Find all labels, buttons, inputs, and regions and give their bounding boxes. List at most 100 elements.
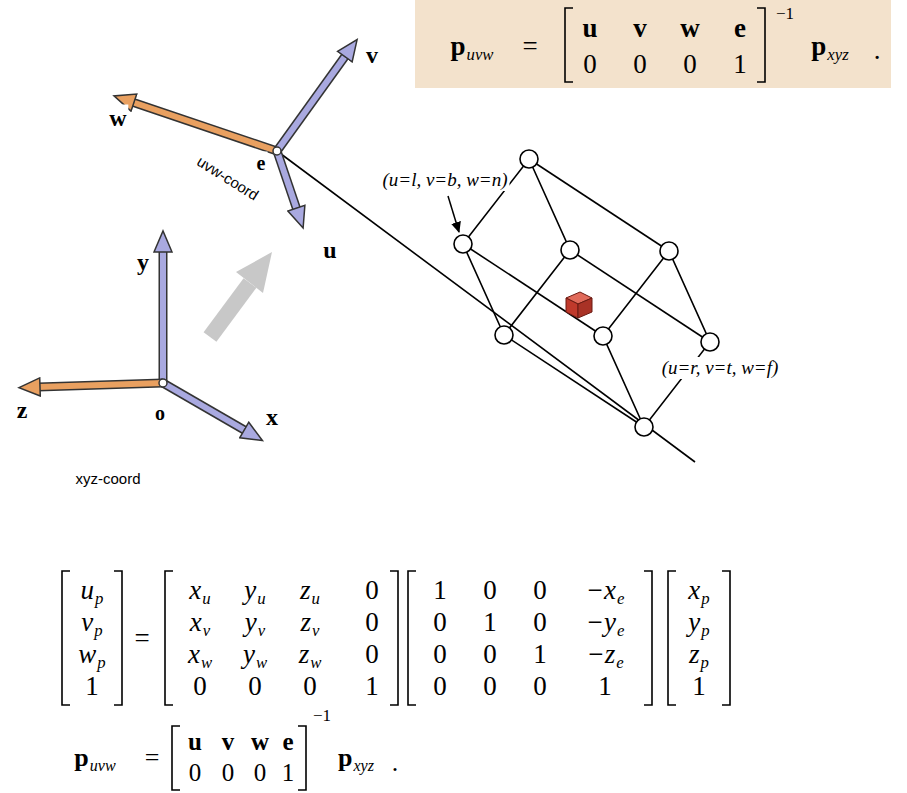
math-term: 0 — [433, 639, 447, 670]
matrix-brackets — [62, 571, 730, 790]
math-term: u — [582, 13, 597, 44]
math-symbol: y — [244, 575, 256, 606]
math-term: 0 — [533, 607, 547, 638]
view-volume — [463, 159, 710, 427]
axis-label: y — [135, 249, 151, 276]
math-term: xw — [188, 639, 212, 670]
math-term: −ze — [586, 639, 623, 670]
subscript: xyz — [827, 44, 848, 64]
math-term: 0 — [633, 49, 647, 80]
math-term: e — [734, 13, 746, 44]
math-symbol: 1 — [85, 671, 99, 702]
math-symbol: 1 — [365, 671, 379, 702]
math-term: . — [392, 748, 399, 778]
math-term: yu — [244, 575, 265, 606]
math-term: 0 — [365, 607, 379, 638]
math-term: 0 — [248, 671, 262, 702]
math-term: 0 — [193, 671, 207, 702]
math-symbol: 1 — [692, 671, 706, 702]
math-term: = — [134, 623, 149, 654]
math-term: 0 — [189, 759, 202, 787]
math-symbol: = — [145, 743, 160, 773]
math-term: zu — [300, 575, 320, 606]
math-symbol: 1 — [533, 639, 547, 670]
axis-label: u — [321, 237, 338, 264]
math-symbol: . — [874, 35, 881, 66]
corner-label: (u=l, v=b, w=n) — [380, 169, 509, 191]
math-term: 1 — [598, 671, 612, 702]
math-term: 0 — [433, 671, 447, 702]
subscript: e — [617, 588, 624, 608]
math-symbol: 1 — [598, 671, 612, 702]
math-symbol: 0 — [254, 759, 267, 787]
math-term: 0 — [222, 759, 235, 787]
subscript: p — [701, 620, 709, 640]
math-symbol: 0 — [365, 639, 379, 670]
math-symbol: 0 — [222, 759, 235, 787]
math-symbol: p — [338, 743, 352, 773]
math-term: 0 — [303, 671, 317, 702]
math-term: v — [633, 13, 647, 44]
math-term: 0 — [483, 575, 497, 606]
math-symbol: x — [188, 639, 200, 670]
math-term: w — [680, 13, 700, 44]
math-term: up — [81, 575, 104, 606]
origin-label: e — [255, 152, 268, 175]
math-symbol: 0 — [483, 575, 497, 606]
axis-label: v — [364, 42, 380, 69]
math-symbol: = — [134, 623, 149, 654]
math-symbol: 0 — [365, 575, 379, 606]
math-term: zw — [299, 639, 322, 670]
math-symbol: 0 — [533, 575, 547, 606]
math-symbol: 0 — [303, 671, 317, 702]
math-term: 1 — [692, 671, 706, 702]
frame-label: xyz-coord — [73, 470, 142, 487]
subscript: uvw — [467, 44, 494, 64]
math-term: . — [874, 35, 881, 66]
math-term: pxyz — [811, 31, 848, 62]
subscript: u — [257, 588, 265, 608]
object-cube — [566, 292, 592, 318]
math-symbol: p — [811, 31, 826, 62]
math-symbol: 0 — [683, 49, 697, 80]
math-term: 0 — [365, 575, 379, 606]
math-term: zp — [689, 639, 709, 670]
math-symbol: −x — [586, 575, 616, 606]
math-symbol: 1 — [433, 575, 447, 606]
corner-label: (u=r, v=t, w=f) — [660, 357, 781, 379]
math-symbol: 0 — [433, 639, 447, 670]
math-symbol: x — [190, 607, 202, 638]
math-symbol: 0 — [533, 671, 547, 702]
math-term: −1 — [776, 4, 794, 24]
math-symbol: u — [81, 575, 95, 606]
math-term: vp — [81, 607, 102, 638]
math-term: = — [522, 31, 537, 62]
math-symbol: −z — [586, 639, 615, 670]
math-term: 0 — [683, 49, 697, 80]
math-term: 1 — [85, 671, 99, 702]
math-term: yp — [688, 607, 709, 638]
math-symbol: −y — [586, 607, 616, 638]
math-term: 0 — [483, 671, 497, 702]
axis-label: w — [107, 105, 128, 132]
math-symbol: x — [189, 575, 201, 606]
math-symbol: 0 — [248, 671, 262, 702]
subscript: u — [202, 588, 210, 608]
math-term: = — [145, 743, 160, 773]
math-term: puvw — [74, 743, 115, 773]
math-symbol: y — [243, 639, 255, 670]
math-symbol: y — [245, 607, 257, 638]
math-term: 1 — [533, 639, 547, 670]
math-symbol: 0 — [583, 49, 597, 80]
math-symbol: 1 — [483, 607, 497, 638]
math-symbol: y — [688, 607, 700, 638]
math-term: 1 — [433, 575, 447, 606]
math-symbol: z — [689, 639, 700, 670]
subscript: v — [312, 620, 319, 640]
math-symbol: z — [299, 639, 310, 670]
subscript: p — [95, 588, 103, 608]
math-term: 0 — [483, 639, 497, 670]
subscript: xyz — [353, 757, 374, 775]
subscript: u — [312, 588, 320, 608]
math-term: w — [251, 728, 269, 756]
